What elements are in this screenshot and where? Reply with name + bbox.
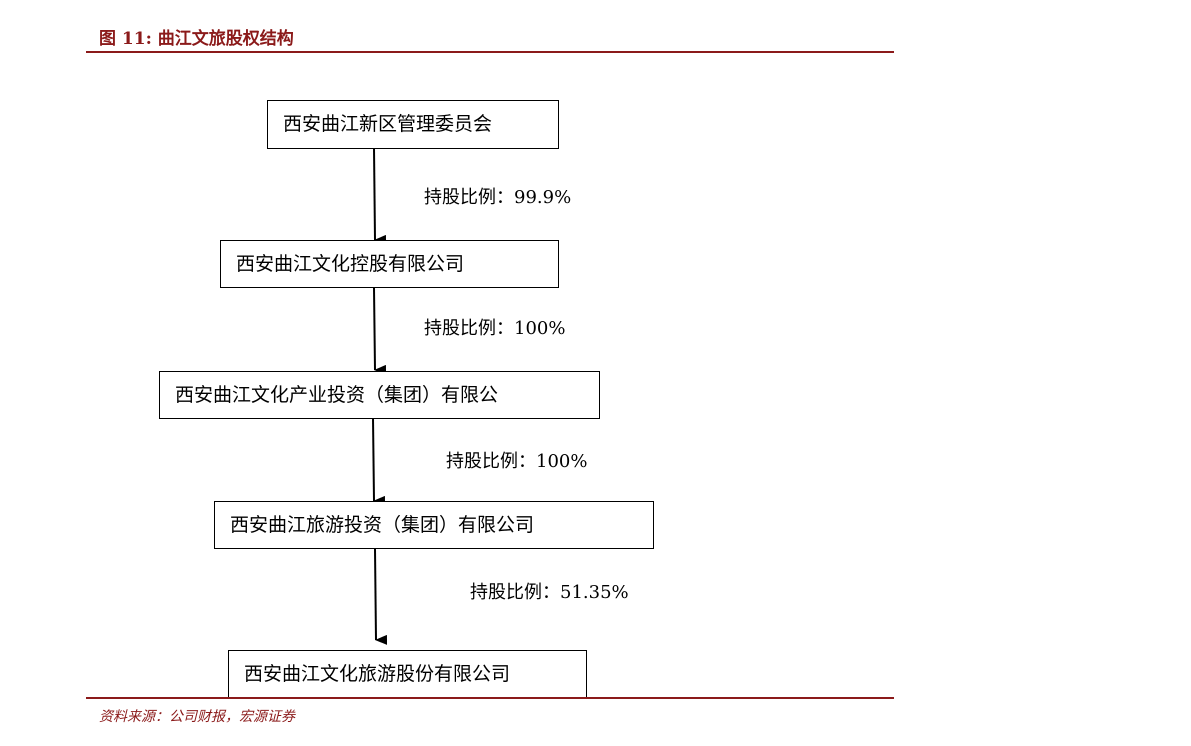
- entity-box-tourism-investment: 西安曲江旅游投资（集团）有限公司: [214, 501, 654, 549]
- ownership-label-1: 持股比例：99.9%: [424, 187, 572, 208]
- entity-name: 西安曲江文化旅游股份有限公司: [244, 662, 511, 685]
- entity-name: 西安曲江旅游投资（集团）有限公司: [230, 513, 535, 536]
- entity-box-culture-holdings: 西安曲江文化控股有限公司: [220, 240, 559, 288]
- arrow-2: [373, 287, 387, 375]
- entity-box-culture-tourism-company: 西安曲江文化旅游股份有限公司: [228, 650, 587, 698]
- entity-box-culture-industry-investment: 西安曲江文化产业投资（集团）有限公: [159, 371, 600, 419]
- entity-name: 西安曲江文化控股有限公司: [236, 252, 465, 275]
- ownership-label-4: 持股比例：51.35%: [470, 582, 629, 603]
- arrow-1: [373, 147, 387, 245]
- ownership-label-2: 持股比例：100%: [424, 318, 566, 339]
- figure-title: 图 11: 曲江文旅股权结构: [99, 29, 294, 49]
- ownership-label-3: 持股比例：100%: [446, 451, 588, 472]
- source-note: 资料来源：公司财报，宏源证券: [99, 709, 295, 725]
- header-divider: [86, 51, 894, 53]
- arrow-4: [374, 548, 388, 645]
- entity-name: 西安曲江新区管理委员会: [283, 113, 493, 135]
- arrow-3: [372, 417, 386, 506]
- entity-name: 西安曲江文化产业投资（集团）有限公: [175, 383, 499, 406]
- entity-box-management-committee: 西安曲江新区管理委员会: [267, 100, 559, 149]
- footer-divider: [86, 697, 894, 699]
